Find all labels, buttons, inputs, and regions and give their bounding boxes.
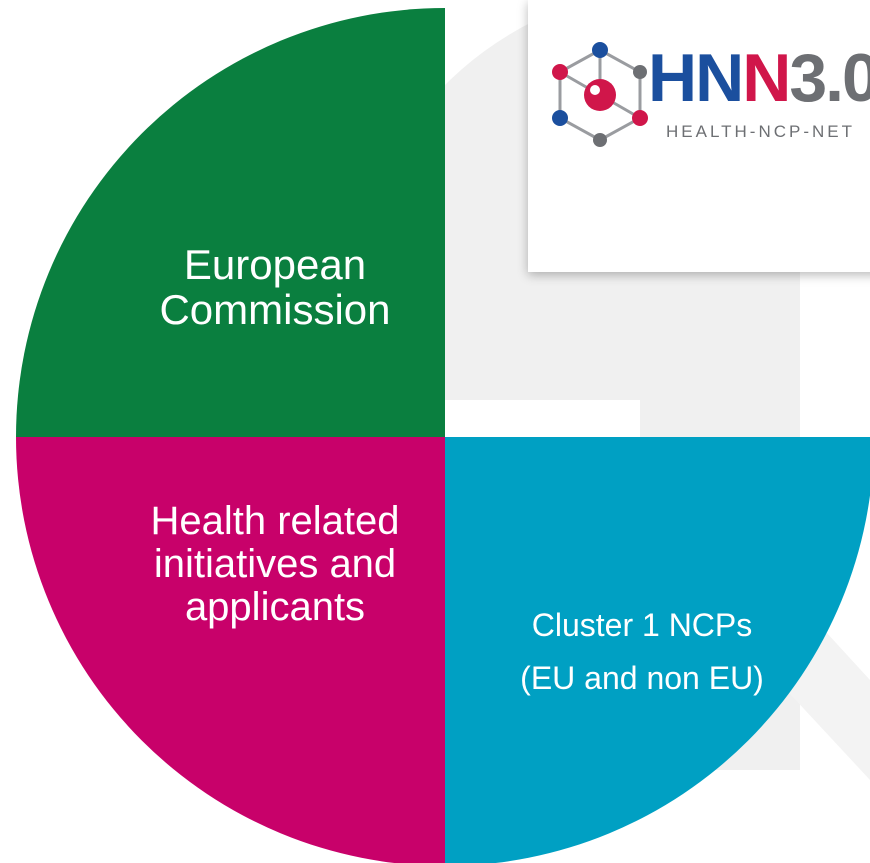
quadrant-health-initiatives bbox=[16, 437, 445, 863]
logo-word-blue: HN bbox=[648, 40, 744, 116]
logo-wordmark: HNN3.0 bbox=[648, 44, 870, 112]
molecule-network-icon bbox=[552, 42, 648, 147]
logo-word-red: N bbox=[742, 40, 791, 116]
quadrant-european-commission bbox=[16, 8, 445, 437]
label-cluster-ncps: Cluster 1 NCPs (EU and non EU) bbox=[520, 607, 764, 697]
logo-card: HNN3.0 HEALTH-NCP-NET bbox=[528, 0, 870, 272]
quadrant-cluster-ncps bbox=[445, 437, 870, 863]
label-european-commission: European Commission bbox=[159, 241, 391, 334]
logo-word-gray: 3.0 bbox=[789, 40, 870, 116]
logo-tagline: HEALTH-NCP-NET bbox=[666, 122, 856, 141]
label-health-initiatives: Health related initiatives and applicant… bbox=[150, 499, 400, 630]
